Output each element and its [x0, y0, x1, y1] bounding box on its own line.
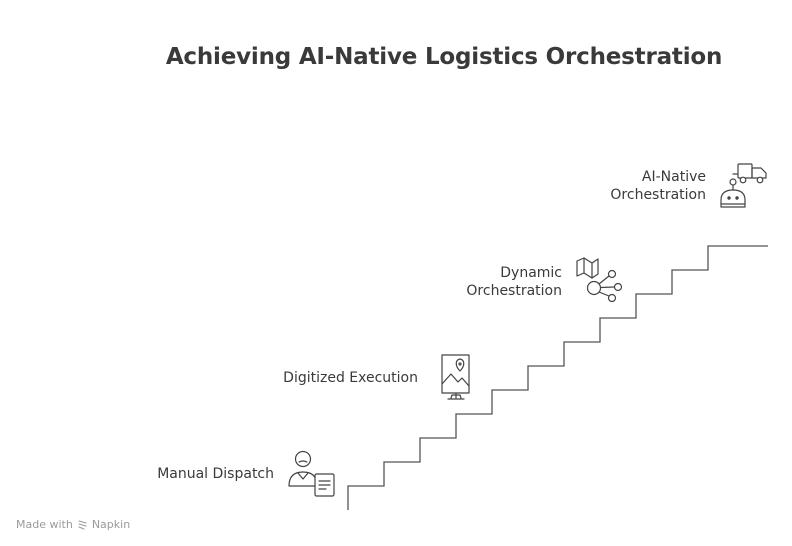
made-with-text: Made with [16, 518, 73, 531]
made-with-napkin-watermark: Made with Napkin [16, 518, 130, 531]
stage-label-line: Manual Dispatch [157, 466, 274, 482]
stage-label-line: Digitized Execution [283, 370, 418, 386]
diagram-title: Achieving AI-Native Logistics Orchestrat… [165, 44, 723, 70]
napkin-brand-text: Napkin [91, 518, 131, 531]
dispatcher-with-document-icon [288, 450, 335, 497]
stage-label-manual-dispatch: Manual Dispatch [157, 465, 274, 483]
stage-label-dynamic-orchestration: Dynamic Orchestration [466, 264, 562, 300]
stage-label-line: AI-Native [641, 169, 706, 185]
stage-label-digitized-execution: Digitized Execution [283, 369, 418, 387]
stage-label-line: Orchestration [466, 283, 562, 299]
map-network-icon [576, 257, 623, 302]
napkin-logo-icon [78, 520, 87, 530]
stage-label-ai-native-orchestration: AI-Native Orchestration [610, 168, 706, 204]
robot-truck-icon [720, 163, 767, 208]
stage-label-line: Orchestration [610, 187, 706, 203]
map-monitor-icon [441, 354, 470, 400]
stage-label-line: Dynamic [500, 265, 562, 281]
